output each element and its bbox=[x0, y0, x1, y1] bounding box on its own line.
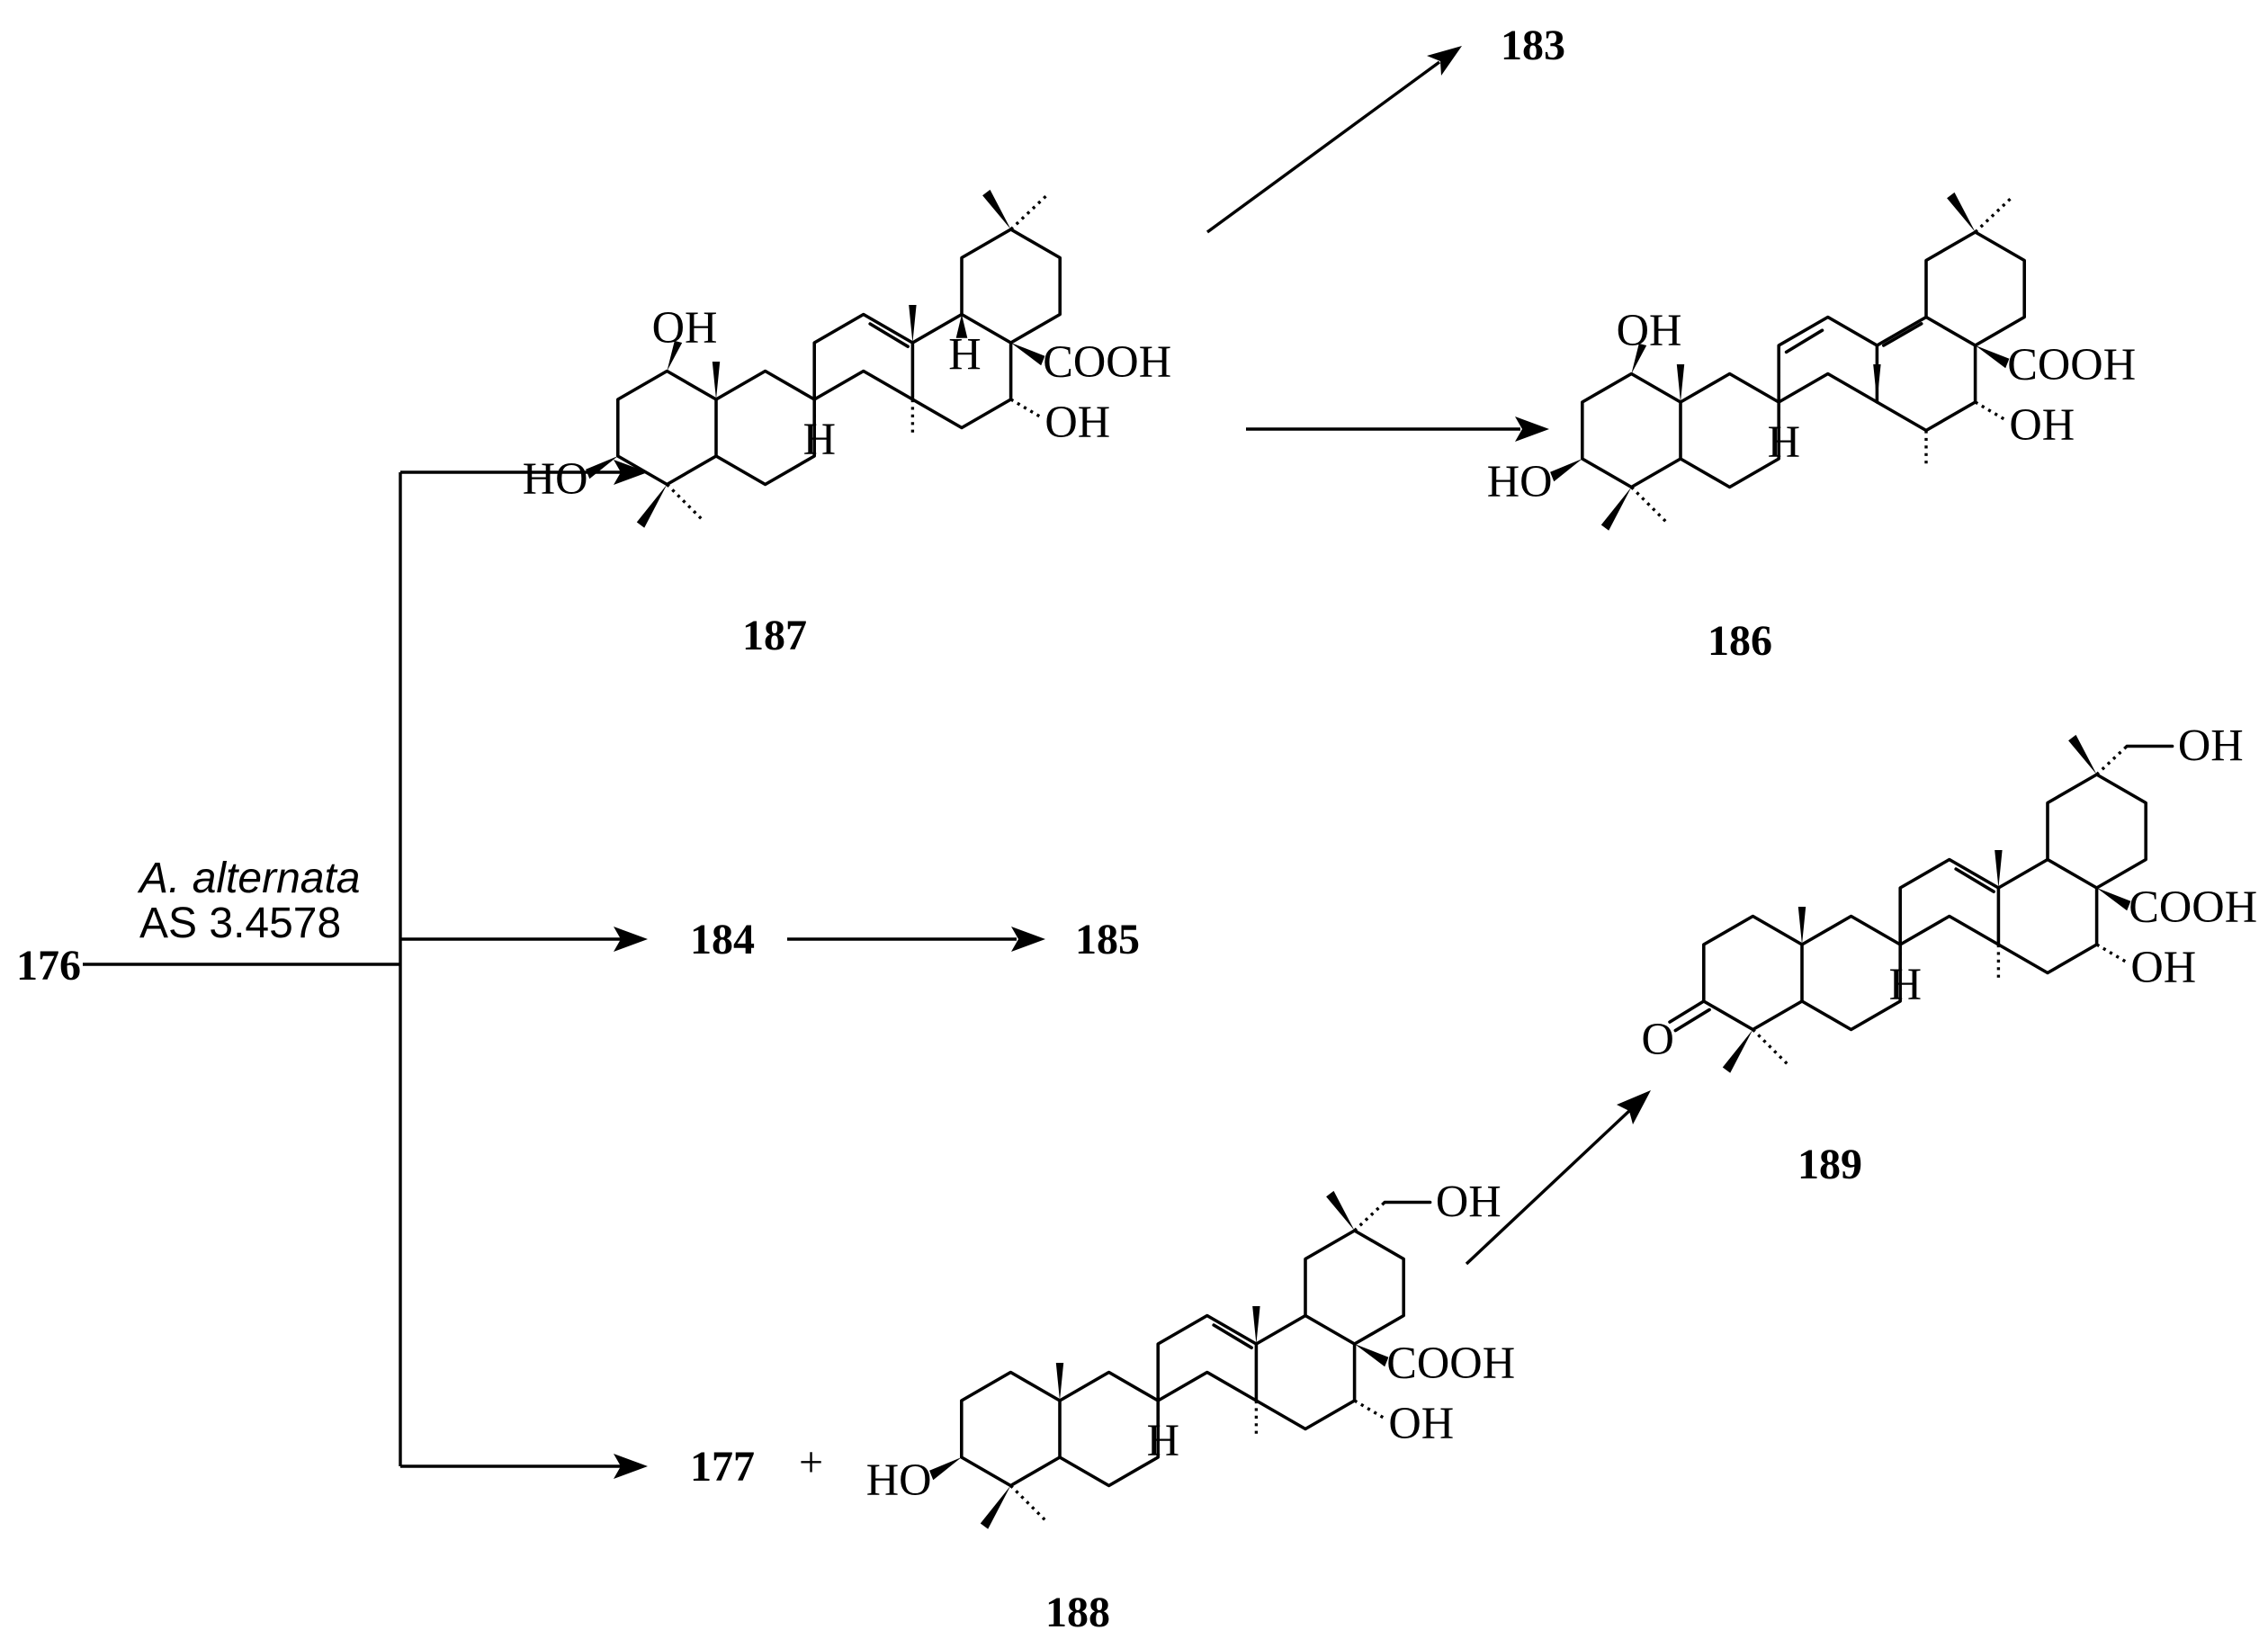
c1-hydroxyl: OH bbox=[652, 302, 718, 353]
compound-186-label: 186 bbox=[1708, 617, 1772, 665]
c16-hydroxyl: OH bbox=[1388, 1398, 1454, 1448]
c3-hydroxyl: HO bbox=[523, 453, 588, 504]
c28-carboxyl: COOH bbox=[1043, 336, 1171, 387]
compound-187-label: 187 bbox=[742, 612, 807, 659]
structure-188: HO H COOH OH OH bbox=[866, 1176, 1515, 1529]
c18-hydrogen: H bbox=[948, 328, 981, 379]
strain-label: AS 3.4578 bbox=[139, 900, 341, 947]
organism-label: A. alternata bbox=[137, 855, 360, 902]
c9-hydrogen: H bbox=[1147, 1415, 1179, 1465]
c3-hydroxyl: HO bbox=[866, 1455, 932, 1505]
c16-hydroxyl: OH bbox=[2130, 942, 2196, 992]
c9-hydrogen: H bbox=[803, 414, 836, 464]
compound-176-label: 176 bbox=[16, 942, 81, 990]
c9-hydrogen: H bbox=[1889, 959, 1922, 1009]
structure-189: O H COOH OH OH bbox=[1642, 720, 2257, 1073]
c9-hydrogen: H bbox=[1768, 416, 1800, 467]
c30-hydroxyl: OH bbox=[1436, 1176, 1502, 1226]
structure-187: OH HO H H COOH OH bbox=[523, 189, 1171, 528]
c16-hydroxyl: OH bbox=[2009, 399, 2075, 450]
compound-184-label: 184 bbox=[690, 916, 755, 963]
branch-arrows bbox=[83, 46, 1651, 1479]
c3-hydroxyl: HO bbox=[1487, 456, 1553, 506]
c30-hydroxyl: OH bbox=[2178, 720, 2244, 770]
c28-carboxyl: COOH bbox=[2129, 882, 2257, 932]
plus-sign: + bbox=[799, 1438, 823, 1486]
compound-177-label: 177 bbox=[690, 1443, 755, 1491]
c1-hydroxyl: OH bbox=[1617, 305, 1682, 355]
compound-183-label: 183 bbox=[1501, 22, 1565, 69]
structure-186: OH HO H COOH OH bbox=[1487, 192, 2136, 531]
compound-188-label: 188 bbox=[1045, 1589, 1110, 1636]
compound-185-label: 185 bbox=[1075, 916, 1140, 963]
compound-189-label: 189 bbox=[1797, 1141, 1862, 1188]
c28-carboxyl: COOH bbox=[1386, 1338, 1515, 1388]
c28-carboxyl: COOH bbox=[2007, 339, 2136, 390]
c3-ketone-oxygen: O bbox=[1642, 1014, 1674, 1064]
c16-hydroxyl: OH bbox=[1044, 397, 1110, 447]
